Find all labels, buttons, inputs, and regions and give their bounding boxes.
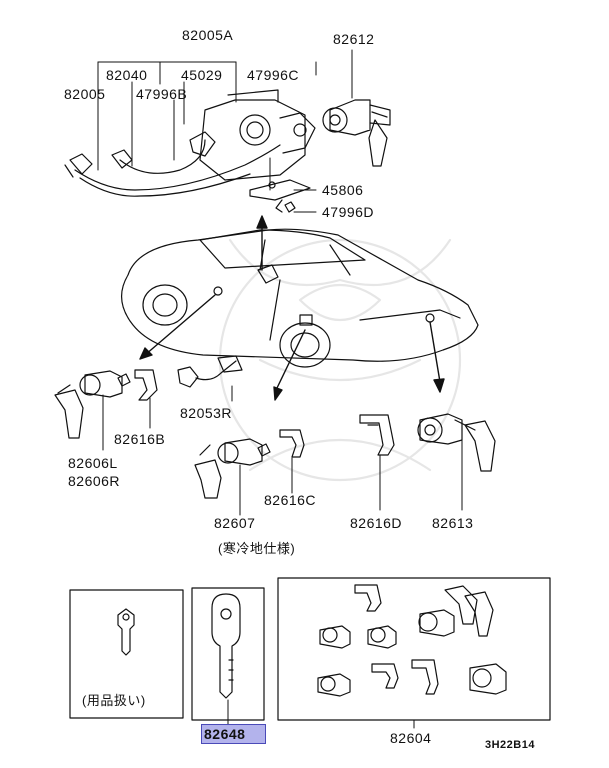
car-body-drawing [121,228,479,368]
leader-lines-upper [97,49,353,213]
watermark-emblem [218,238,462,482]
label-82606L: 82606L [68,455,118,471]
box-lock-set-82604 [277,577,551,721]
steering-lock-assembly-drawing [189,89,316,181]
label-82604: 82604 [390,730,432,746]
leader-lines-bottom [227,699,415,729]
label-82648-highlighted[interactable]: 82648 [201,724,267,744]
pointer-arrows [139,215,445,401]
door-lock-cylinder-82606-drawing [54,370,131,439]
label-82005: 82005 [64,86,106,102]
label-47996C: 47996C [247,67,300,83]
box-accessory-key [69,589,184,719]
label-45806: 45806 [322,182,364,198]
label-82612: 82612 [333,31,375,47]
clip-82616C-drawing [279,429,305,458]
label-82607: 82607 [214,515,256,531]
bracket-45806-drawing [249,179,311,213]
label-82040: 82040 [106,67,148,83]
label-47996B: 47996B [136,86,188,102]
clip-82616D-drawing [359,414,395,456]
leader-lines-middle [102,385,463,516]
label-82606R: 82606R [68,473,121,489]
wiring-harness-82005 [64,144,281,197]
diagram-code: 3H22B14 [485,739,535,751]
label-82616B: 82616B [114,431,166,447]
label-82053R: 82053R [180,405,233,421]
harness-82053R-drawing [177,355,243,388]
note-cold-climate-spec: (寒冷地仕様) [218,541,296,556]
label-82616D: 82616D [350,515,403,531]
clip-82616B-drawing [134,369,158,401]
cylinder-82613-drawing [417,413,496,472]
label-82616C: 82616C [264,492,317,508]
label-45029: 45029 [181,67,223,83]
label-82005A: 82005A [182,27,234,43]
note-accessory-item: (用品扱い) [82,693,146,708]
ignition-cylinder-82612-drawing [322,99,391,167]
label-82613: 82613 [432,515,474,531]
label-47996D: 47996D [322,204,375,220]
trunk-cylinder-82607-drawing [194,438,271,499]
